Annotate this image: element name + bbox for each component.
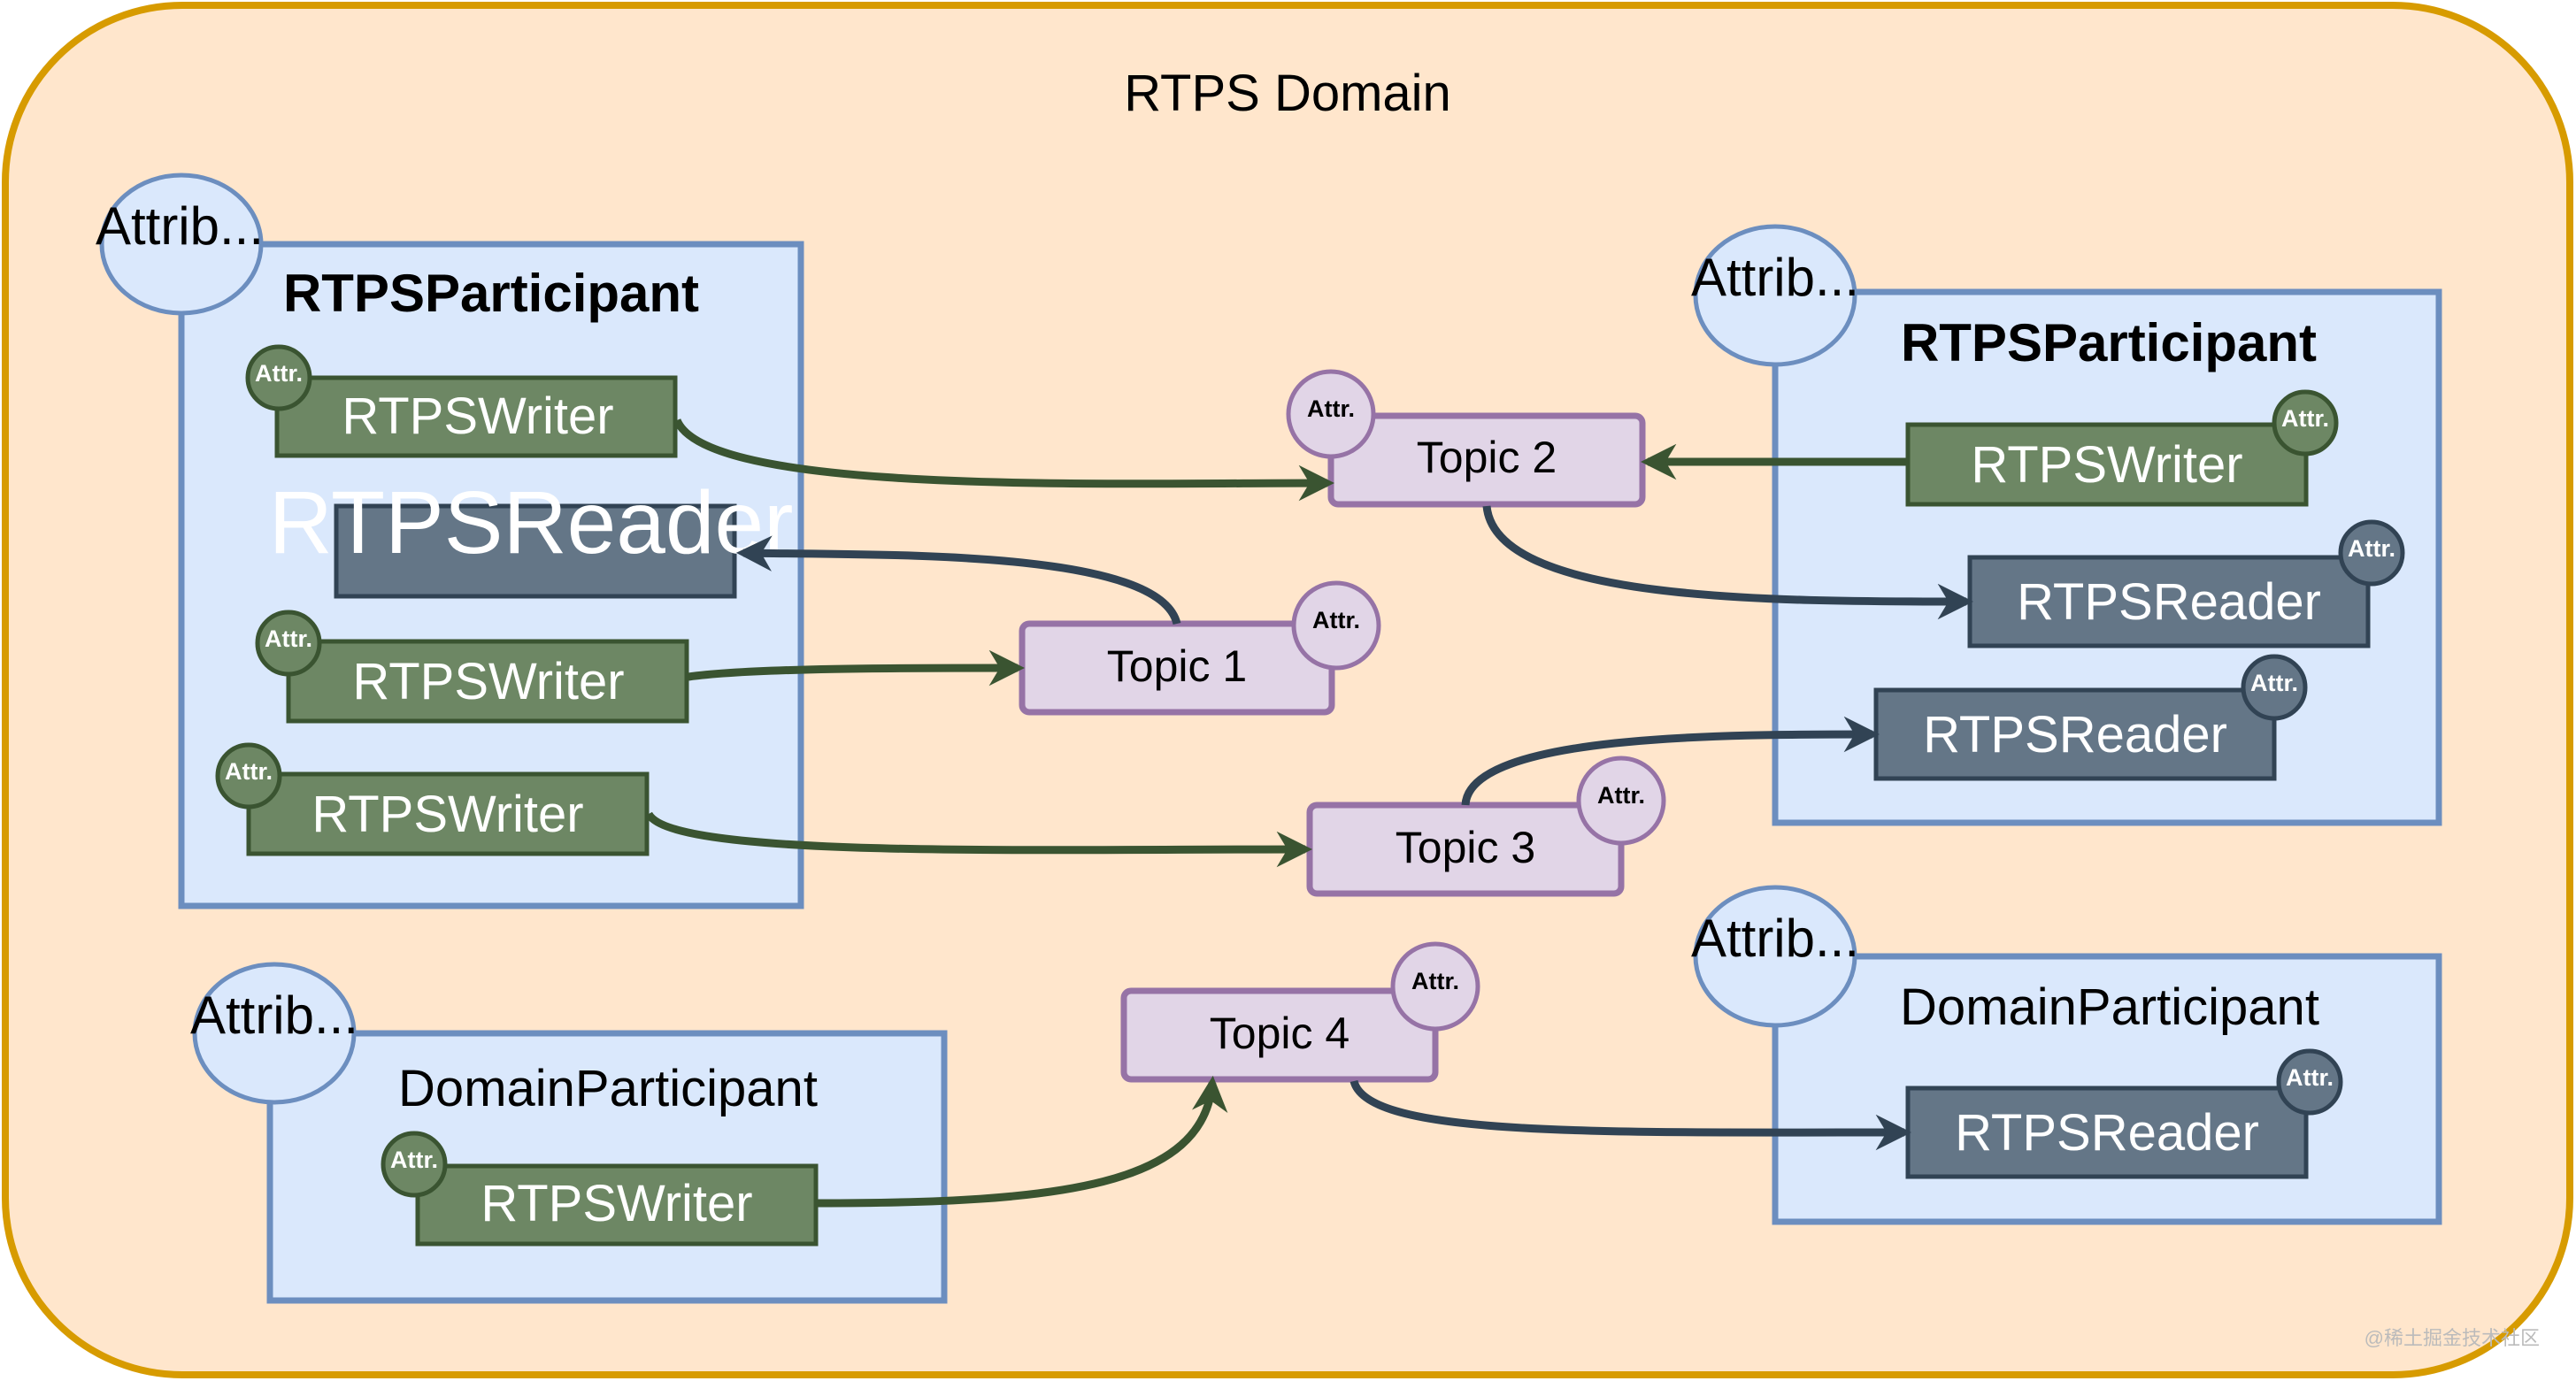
- reader-b1-label: RTPSReader: [2017, 573, 2321, 631]
- topic-4-attr-label: Attr.: [1411, 968, 1459, 994]
- edge-writer-a3-to-topic-3: [645, 811, 1313, 868]
- topic-2-attr-label: Attr.: [1307, 395, 1355, 422]
- writer-a3[interactable]: RTPSWriter Attr.: [215, 742, 650, 856]
- topic-1[interactable]: Topic 1 Attr.: [1019, 580, 1381, 716]
- writer-a3-label: RTPSWriter: [311, 786, 583, 843]
- participant-b-attributes-icon[interactable]: [1693, 224, 1857, 367]
- reader-b2-label: RTPSReader: [1923, 706, 2227, 763]
- reader-a-label: RTPSReader: [269, 473, 794, 572]
- writer-b-attr-icon[interactable]: [2272, 389, 2339, 456]
- writer-c[interactable]: RTPSWriter Attr.: [381, 1131, 819, 1247]
- rtps-participant-a[interactable]: Attrib... RTPSParticipant RTPSWriter Att…: [96, 173, 804, 909]
- edge-topic-4-to-reader-d: [1350, 1079, 1912, 1151]
- participant-c-title: DomainParticipant: [398, 1060, 818, 1117]
- writer-a3-attr-icon[interactable]: [215, 742, 282, 809]
- edge-topic-3-to-reader-b2: [1461, 716, 1880, 806]
- writer-b[interactable]: RTPSWriter Attr.: [1905, 389, 2339, 507]
- writer-a3-attr-label: Attr.: [225, 758, 273, 785]
- writer-a1[interactable]: RTPSWriter Attr.: [245, 344, 678, 458]
- writer-c-label: RTPSWriter: [481, 1175, 752, 1232]
- reader-d-label: RTPSReader: [1955, 1104, 2259, 1162]
- topic-1-attr-icon[interactable]: [1291, 580, 1381, 671]
- topic-3-label: Topic 3: [1396, 823, 1535, 872]
- rtps-participant-b[interactable]: Attrib... RTPSParticipant RTPSWriter Att…: [1691, 224, 2442, 826]
- reader-b1[interactable]: RTPSReader Attr.: [1967, 519, 2405, 648]
- participant-a-attrib-label: Attrib...: [96, 196, 264, 256]
- reader-a[interactable]: RTPSReader: [269, 473, 794, 599]
- writer-a2[interactable]: RTPSWriter Attr.: [255, 610, 689, 724]
- watermark: @稀土掘金技术社区: [2365, 1327, 2540, 1349]
- writer-a2-attr-icon[interactable]: [255, 610, 322, 677]
- writer-a2-attr-label: Attr.: [265, 625, 312, 652]
- participant-b-title: RTPSParticipant: [1901, 313, 2317, 372]
- topic-3-attr-icon[interactable]: [1576, 756, 1666, 846]
- topic-1-label: Topic 1: [1107, 641, 1247, 691]
- reader-d[interactable]: RTPSReader Attr.: [1905, 1048, 2343, 1179]
- participant-a-title: RTPSParticipant: [283, 264, 699, 323]
- participant-d-attrib-label: Attrib...: [1691, 909, 1859, 968]
- topic-2[interactable]: Topic 2 Attr.: [1286, 369, 1646, 508]
- writer-a1-attr-icon[interactable]: [245, 344, 312, 411]
- reader-b1-attr-label: Attr.: [2348, 535, 2395, 562]
- participant-c-attrib-label: Attrib...: [190, 986, 358, 1045]
- participant-c-attributes-icon[interactable]: [192, 962, 357, 1105]
- reader-b2-attr-icon[interactable]: [2241, 654, 2308, 721]
- edge-writer-c-to-topic-4: [817, 1075, 1228, 1208]
- participant-d-title: DomainParticipant: [1900, 978, 2319, 1036]
- reader-d-attr-icon[interactable]: [2276, 1048, 2343, 1116]
- domain-participant-d[interactable]: Attrib... DomainParticipant RTPSReader A…: [1691, 885, 2442, 1225]
- domain-participant-c[interactable]: Attrib... DomainParticipant RTPSWriter A…: [190, 962, 948, 1304]
- writer-a2-label: RTPSWriter: [352, 653, 624, 710]
- topic-4-label: Topic 4: [1210, 1009, 1350, 1058]
- writer-a1-label: RTPSWriter: [342, 387, 613, 445]
- topic-3[interactable]: Topic 3 Attr.: [1306, 756, 1666, 897]
- writer-b-label: RTPSWriter: [1971, 436, 2242, 494]
- writer-c-attr-icon[interactable]: [381, 1131, 448, 1198]
- writer-a1-attr-label: Attr.: [255, 360, 303, 387]
- reader-b1-attr-icon[interactable]: [2338, 519, 2405, 587]
- domain-title: RTPS Domain: [1124, 65, 1451, 122]
- topic-3-attr-label: Attr.: [1597, 782, 1645, 809]
- edge-writer-a1-to-topic-2: [673, 418, 1335, 502]
- reader-b2[interactable]: RTPSReader Attr.: [1873, 654, 2308, 781]
- edge-topic-1-to-reader-a: [735, 535, 1181, 625]
- topic-1-attr-label: Attr.: [1312, 607, 1360, 633]
- participant-d-attributes-icon[interactable]: [1693, 885, 1857, 1028]
- edge-topic-2-to-reader-b1: [1482, 505, 1974, 620]
- writer-b-attr-label: Attr.: [2281, 405, 2329, 432]
- topic-4[interactable]: Topic 4 Attr.: [1120, 941, 1480, 1083]
- reader-b2-attr-label: Attr.: [2250, 670, 2298, 696]
- edge-writer-a2-to-topic-1: [688, 649, 1026, 687]
- topic-4-attr-icon[interactable]: [1390, 941, 1480, 1032]
- participant-b-attrib-label: Attrib...: [1691, 248, 1859, 307]
- reader-d-attr-label: Attr.: [2286, 1064, 2334, 1091]
- topic-2-attr-icon[interactable]: [1286, 369, 1376, 459]
- participant-a-attributes-icon[interactable]: [99, 173, 264, 316]
- topic-2-label: Topic 2: [1417, 433, 1557, 482]
- writer-c-attr-label: Attr.: [390, 1147, 438, 1173]
